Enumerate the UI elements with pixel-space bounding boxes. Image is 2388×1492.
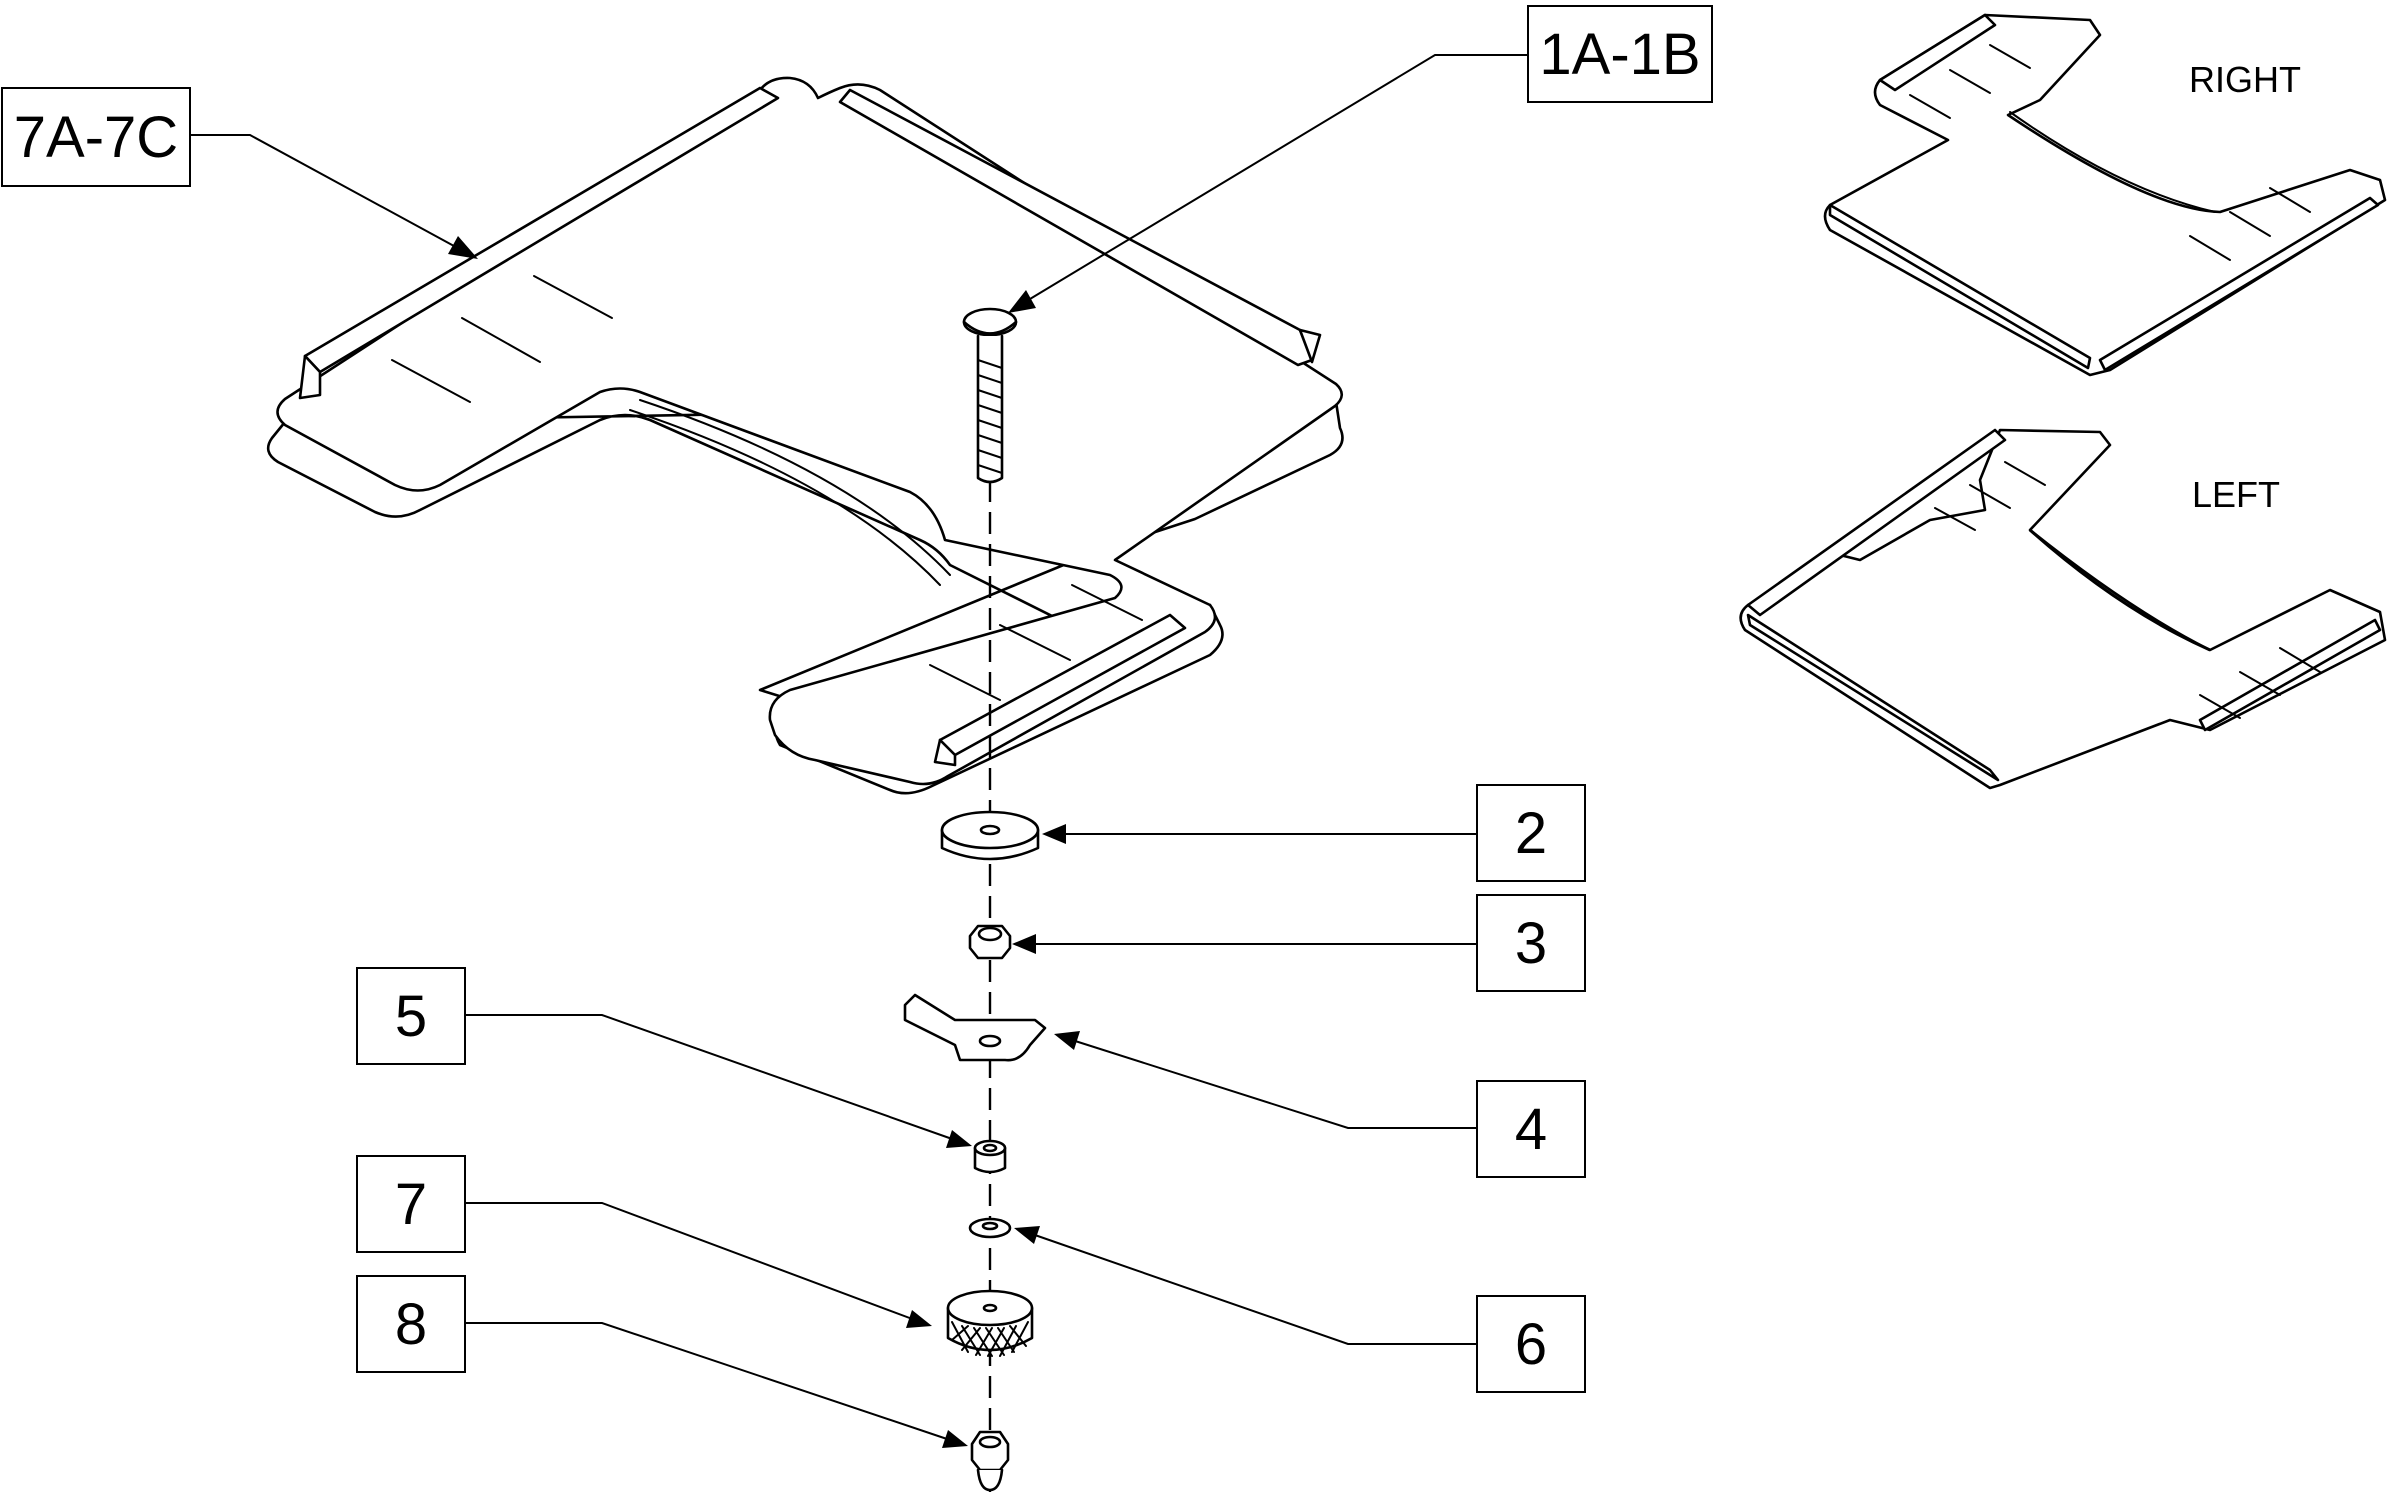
callout-1a-1b-label: 1A-1B	[1539, 22, 1700, 87]
spacer-part	[973, 1139, 1007, 1174]
latch-part	[903, 993, 1047, 1062]
callout-8-label: 8	[395, 1292, 427, 1357]
callout-3: 3	[1476, 894, 1586, 992]
callout-7-label: 7	[395, 1172, 427, 1237]
callout-5: 5	[356, 967, 466, 1065]
acorn-nut-part	[970, 1430, 1010, 1492]
right-view-label: RIGHT	[2189, 59, 2301, 100]
left-view-label: LEFT	[2192, 474, 2280, 515]
callout-2: 2	[1476, 784, 1586, 882]
callout-7a-7c-label: 7A-7C	[14, 105, 178, 170]
callout-4: 4	[1476, 1080, 1586, 1178]
bolt-part	[962, 307, 1018, 484]
callout-5-label: 5	[395, 984, 427, 1049]
callout-8: 8	[356, 1275, 466, 1373]
footplate-main	[266, 76, 1344, 795]
callout-3-label: 3	[1515, 911, 1547, 976]
callout-6-label: 6	[1515, 1312, 1547, 1377]
callout-2-label: 2	[1515, 801, 1547, 866]
washer-small-part	[968, 1217, 1012, 1239]
callout-7a-7c: 7A-7C	[1, 87, 191, 187]
leader-lines	[190, 54, 1528, 1448]
callout-1a-1b: 1A-1B	[1527, 5, 1713, 103]
hex-nut-part	[968, 924, 1012, 960]
washer-large-part	[940, 810, 1040, 861]
callout-6: 6	[1476, 1295, 1586, 1393]
knurled-knob-part	[946, 1289, 1034, 1357]
footplate-right-view	[1823, 13, 2387, 377]
footplate-left-view	[1739, 428, 2387, 790]
callout-4-label: 4	[1515, 1097, 1547, 1162]
callout-7: 7	[356, 1155, 466, 1253]
